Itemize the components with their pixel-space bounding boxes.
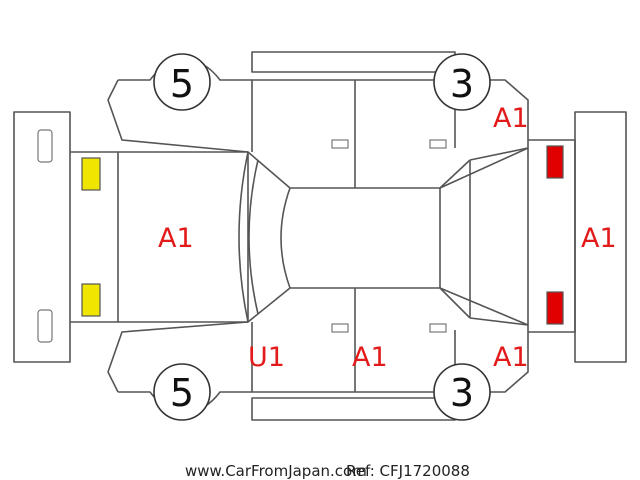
tire-front-left-number: 5 <box>170 62 194 106</box>
grade-right-rear-door: A1 <box>352 342 388 373</box>
grade-rear-bumper: A1 <box>581 223 617 254</box>
taillight-right <box>546 291 564 325</box>
front-bumper <box>13 111 71 363</box>
grade-right-front-door: U1 <box>248 342 285 373</box>
headlight-right <box>81 283 101 317</box>
tire-rear-right-number: 3 <box>450 371 474 415</box>
tire-rear-right: 3 <box>433 363 491 421</box>
tire-rear-left-number: 3 <box>450 62 474 106</box>
footer-source: www.CarFromJapan.com <box>185 462 367 480</box>
tire-front-right-number: 5 <box>170 371 194 415</box>
rear-bumper <box>574 111 627 363</box>
taillight-left <box>546 145 564 179</box>
headlight-left <box>81 157 101 191</box>
grade-front-bumper-area: A1 <box>158 223 194 254</box>
footer-ref: Ref: CFJ1720088 <box>346 462 470 480</box>
grade-rear-right-quarter: A1 <box>493 342 529 373</box>
cabin-top <box>238 151 471 323</box>
rear-hatch <box>439 147 529 326</box>
grade-rear-left-quarter: A1 <box>493 103 529 134</box>
tire-rear-left: 3 <box>433 53 491 111</box>
tire-front-right: 5 <box>153 363 211 421</box>
hood-panel <box>70 151 249 323</box>
tire-front-left: 5 <box>153 53 211 111</box>
